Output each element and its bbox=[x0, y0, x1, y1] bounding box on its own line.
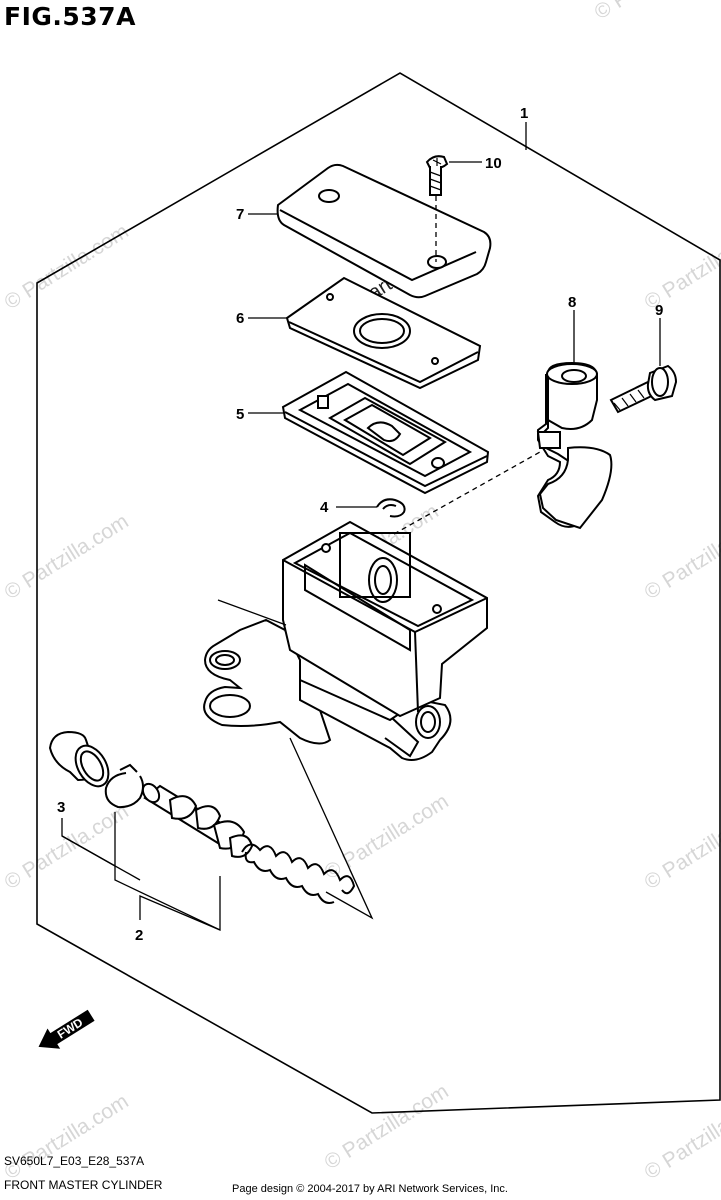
callout-7: 7 bbox=[236, 206, 244, 223]
callout-8: 8 bbox=[568, 294, 576, 311]
assembly-outline bbox=[36, 72, 721, 1114]
leader-lines bbox=[61, 122, 661, 932]
clamp-bolt bbox=[609, 364, 678, 414]
callout-5: 5 bbox=[236, 406, 244, 423]
watermark-text: © Partzilla.com bbox=[590, 0, 721, 24]
piston bbox=[141, 782, 254, 858]
callout-10: 10 bbox=[485, 155, 502, 172]
callout-6: 6 bbox=[236, 310, 244, 327]
diagram-name: FRONT MASTER CYLINDER bbox=[4, 1178, 163, 1192]
master-cylinder-body bbox=[203, 520, 488, 761]
cap-screw bbox=[425, 155, 449, 196]
callout-3: 3 bbox=[57, 799, 65, 816]
callout-2: 2 bbox=[135, 927, 143, 944]
watermark-text: © Partzilla.com bbox=[640, 1090, 721, 1184]
watermark-text: © Partzilla.com bbox=[0, 220, 132, 314]
copyright-credit: Page design © 2004-2017 by ARI Network S… bbox=[232, 1183, 508, 1195]
small-circlip bbox=[376, 498, 406, 518]
piston-circlip bbox=[104, 763, 144, 809]
reservoir-cap bbox=[276, 163, 492, 299]
watermark-text: © Partzilla.com bbox=[0, 1090, 132, 1184]
diaphragm-plate bbox=[285, 276, 482, 390]
watermark-text: © Partzilla.com bbox=[640, 510, 721, 604]
return-spring bbox=[241, 843, 356, 904]
watermark-text: © Partzilla.com bbox=[0, 510, 132, 604]
watermark-text: © Partzilla.com bbox=[320, 790, 452, 884]
handlebar-clamp bbox=[536, 361, 613, 530]
callouts: 1 2 3 4 5 6 7 8 9 10 bbox=[57, 105, 663, 944]
diagram-code: SV650L7_E03_E28_537A bbox=[4, 1154, 145, 1168]
callout-4: 4 bbox=[320, 499, 329, 516]
figure-title: FIG.537A bbox=[4, 2, 136, 31]
watermark-text: © Partzilla.com bbox=[640, 220, 721, 314]
callout-9: 9 bbox=[655, 302, 663, 319]
diaphragm bbox=[281, 370, 490, 495]
watermark-text: © Partzilla.com bbox=[320, 1080, 452, 1174]
piston-boot bbox=[48, 730, 110, 788]
watermark-text: © Partzilla.com bbox=[0, 800, 132, 894]
callout-1: 1 bbox=[520, 105, 528, 122]
watermark-text: © Partzilla.com bbox=[640, 800, 721, 894]
fwd-arrow-icon: FWD bbox=[38, 1009, 95, 1049]
